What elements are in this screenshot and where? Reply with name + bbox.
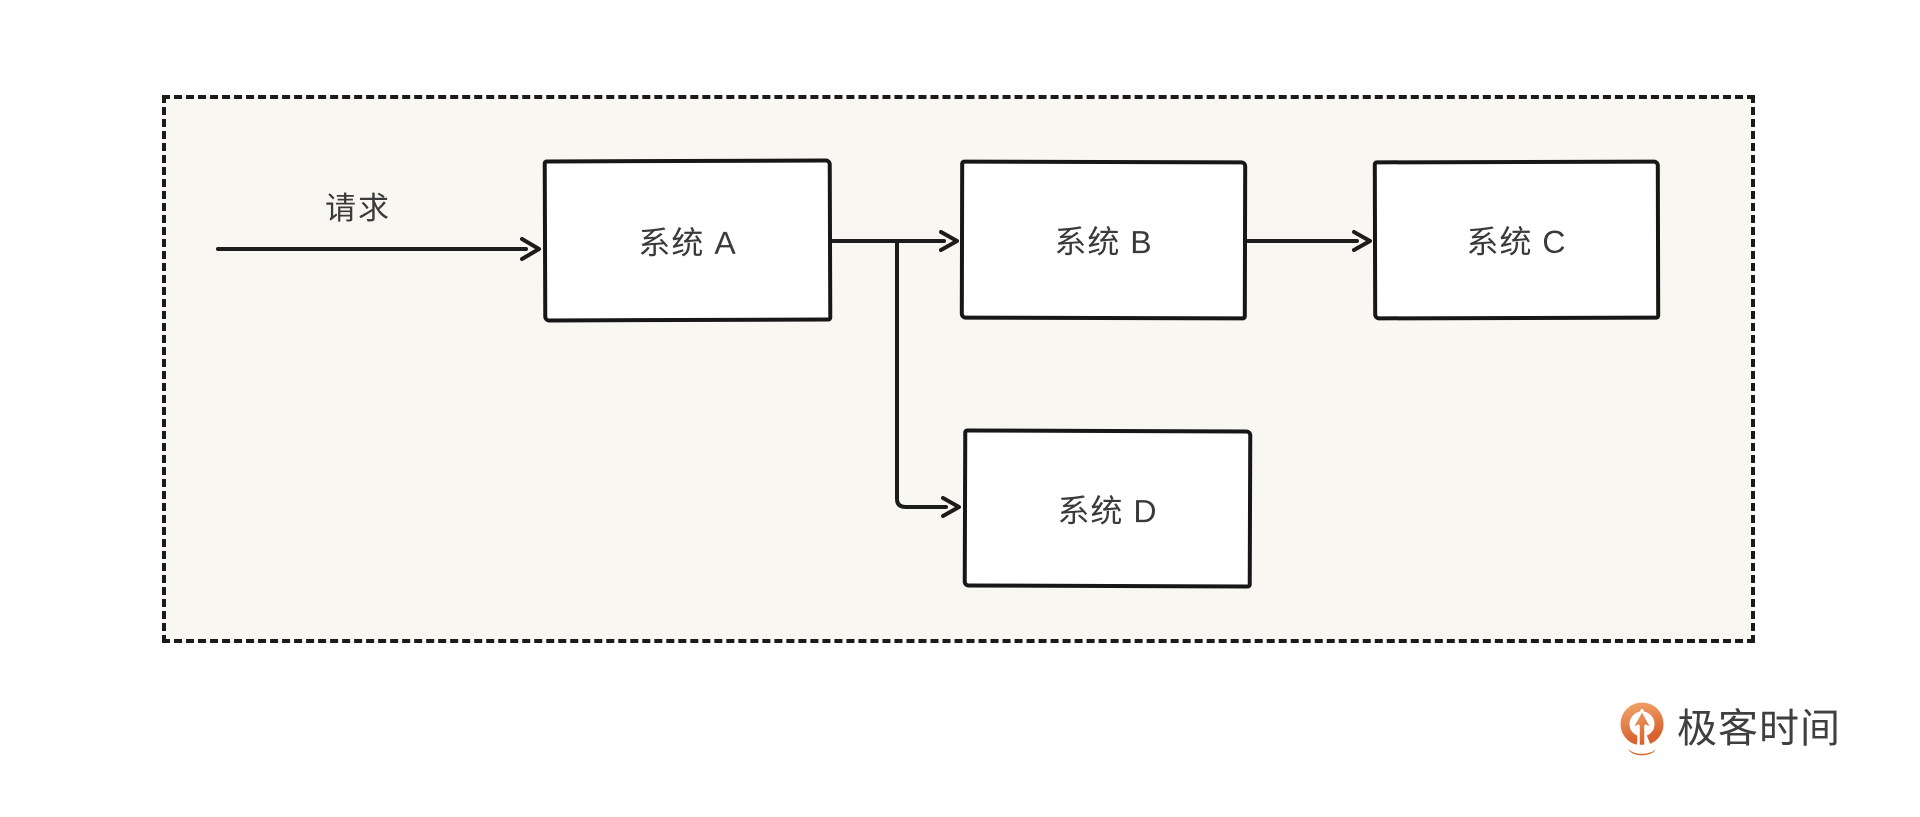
request-label: 请求 (325, 191, 391, 226)
node-system-c: 系统 C (1372, 159, 1661, 321)
node-system-a-label: 系统 A (638, 224, 737, 261)
brand-footer: 极客时间 (1616, 697, 1841, 761)
node-system-c-label: 系统 C (1466, 223, 1567, 261)
node-system-d: 系统 D (962, 428, 1253, 589)
node-system-a: 系统 A (542, 158, 833, 323)
node-system-b: 系统 B (959, 159, 1248, 321)
node-system-d-label: 系统 D (1057, 492, 1158, 529)
geektime-logo-icon (1620, 702, 1664, 756)
brand-name: 极客时间 (1677, 707, 1841, 751)
node-system-b-label: 系统 B (1054, 223, 1153, 261)
